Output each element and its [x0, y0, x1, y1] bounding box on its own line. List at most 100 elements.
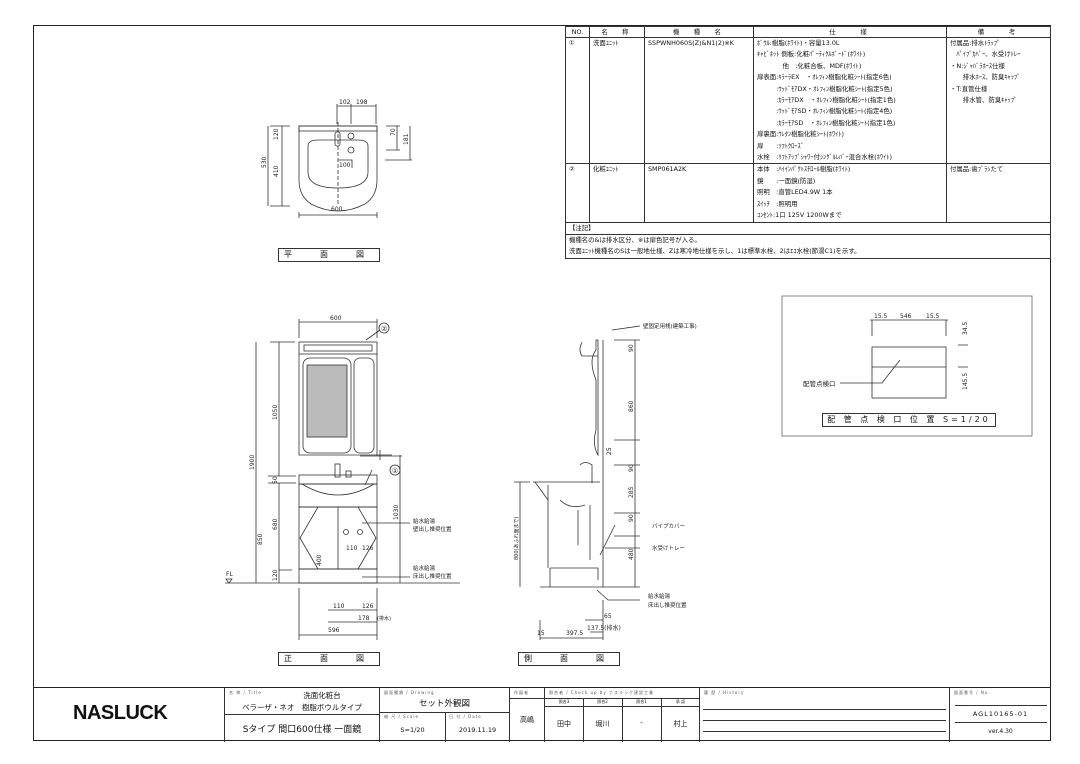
annotation: 給水給湯: [413, 564, 436, 572]
scale-value: S=1/20: [400, 726, 425, 734]
annotation: 配管点検口: [803, 379, 836, 388]
dim-label: 15.5: [926, 313, 940, 320]
spec-line: 照明 :直管LED4.9W 1本: [757, 188, 833, 197]
checker-name: 堀川: [595, 720, 610, 728]
floor-level-label: FL: [226, 571, 233, 578]
spec-line: 鏡 :一面鏡(防湿): [757, 176, 816, 185]
spec-line: ｽｲｯﾁ :照明用: [757, 199, 798, 208]
dim-label: 15: [537, 630, 545, 637]
dim-label: 25: [606, 447, 613, 455]
front-view-title: 正 面 図: [278, 652, 380, 666]
note-line: 排水ﾎｰｽ、防臭ｷｬｯﾌﾟ: [950, 73, 1021, 82]
inspection-title: 配 管 点 検 口 位 置 S=1/20: [822, 413, 996, 427]
annotation: 床出し推奨位置: [413, 572, 452, 580]
checker-role: 承 認: [675, 699, 686, 704]
annotation: 水受けトレー: [652, 544, 685, 552]
dim-label: (排水): [377, 615, 391, 622]
plan-view: 102 198 120 410 530 70 181 100 600: [261, 99, 412, 218]
spec-line: 他 :化粧合板、MDF(ﾎﾜｲﾄ): [757, 61, 862, 70]
dim-label: 100: [339, 162, 351, 169]
dim-label: 90: [628, 464, 635, 472]
dim-label: 15.5: [874, 313, 888, 320]
dim-label: 90: [628, 344, 635, 352]
spec-line: 扉 :ｿﾌﾄｸﾛｰｽﾞ: [757, 141, 804, 150]
spec-line: :ｳｯﾄﾞﾓｱSD・ｵﾚﾌｨﾝ樹脂化粧ｼｰﾄ(指定4色): [757, 107, 893, 116]
number-cell: 図面番号 / No. AGL10165-01 ver.4.30: [950, 688, 1051, 742]
annotation: 給水給湯: [648, 592, 671, 600]
drawing-number: AGL10165-01: [972, 710, 1029, 718]
dim-label: 397.5: [566, 630, 583, 637]
dim-label: 110: [333, 603, 345, 610]
checker-role: 照合2: [597, 699, 608, 704]
dim-label: 178: [358, 615, 370, 622]
drafter-name: 高嶋: [520, 716, 534, 724]
spec-line: :ｶﾗｰﾓｱDX ・ｵﾚﾌｨﾝ樹脂化粧ｼｰﾄ(指定1色): [757, 96, 896, 105]
drafter-cell: 作図者 高嶋: [510, 688, 545, 742]
annotation: 給水給湯: [413, 517, 436, 525]
dim-label: 530: [261, 156, 268, 168]
side-view-title: 側 面 図: [518, 652, 620, 666]
spec-line: 水栓 :ﾘﾌﾄｱｯﾌﾟｼｬﾜｰ付ｼﾝｸﾞﾙﾚﾊﾞｰ混合水栓(ﾎﾜｲﾄ): [757, 153, 892, 162]
dim-label: 400: [316, 554, 323, 566]
remark-line: 洗面ﾕﾆｯﾄ機種名のSは一般地仕様、Zは寒冷地仕様を示し、1は標準水栓、2はｴｺ…: [569, 247, 861, 256]
field-label: 履 歴 / History: [704, 690, 745, 695]
cell-spec: ﾎﾞｳﾙ:樹脂(ﾎﾜｲﾄ)・容量13.0L ｷｬﾋﾞﾈｯﾄ 側板:化粧ﾊﾟｰﾃｨ…: [753, 36, 947, 165]
logo-cell: NASLUCK: [33, 688, 225, 742]
front-view: ② ① 600 1050 1900 50 680 850 120 400 103…: [225, 315, 460, 640]
note-line: 付属品:排水ﾄﾗｯﾌﾟ: [950, 39, 1001, 47]
field-label: 図面番号 / No.: [954, 690, 991, 695]
field-label: 日 付 / Date: [449, 714, 482, 719]
checker-role: 照合1: [636, 699, 647, 704]
table-row: ① 洗面ﾕﾆｯﾄ SSPWNH060S(Z)&N1(2)※K ﾎﾞｳﾙ:樹脂(ﾎ…: [565, 36, 1051, 165]
field-label: 名 称 / Title: [229, 690, 262, 695]
col-header: 名 称: [589, 26, 645, 38]
dim-label: 410: [273, 165, 280, 177]
dim-label: 145.5: [962, 373, 969, 390]
plan-view-title: 平 面 図: [278, 248, 380, 262]
check-cell: 照合者 / Check up by ナスラック建設工業 照合3 照合2 照合1 …: [545, 688, 700, 742]
spec-line: 扉裏面:ｳﾚﾀﾝ樹脂化粧ｼｰﾄ(ﾎﾜｲﾄ): [757, 130, 845, 139]
dim-label: 50: [272, 476, 279, 484]
remarks-header: 【注記】: [565, 221, 1051, 235]
dim-label: 126: [362, 603, 374, 610]
dim-label: 600: [330, 315, 342, 322]
dim-label: 90: [628, 514, 635, 522]
dim-label: 860: [628, 400, 635, 412]
dim-label: 102: [339, 99, 351, 106]
cell-notes: 付属品:排水ﾄﾗｯﾌﾟ ﾊﾟｲﾌﾟｶﾊﾞｰ、水受けﾄﾚｰ ・N:ｼﾞｬﾊﾞﾗﾎｰ…: [946, 36, 1051, 165]
field-label: 縮 尺 / Scale: [384, 714, 419, 719]
col-header: 備 考: [946, 26, 1051, 38]
dim-label: 65: [604, 613, 612, 620]
dim-label: 34.5: [962, 321, 969, 335]
spec-line: 扉表面:ｷﾗｰﾗEX ・ｵﾚﾌｨﾝ樹脂化粧ｼｰﾄ(指定6色): [757, 73, 892, 82]
drawing-type: セット外観図: [418, 699, 470, 709]
dim-label: 596: [328, 627, 340, 634]
title-block: NASLUCK 名 称 / Title 洗面化粧台 ベラーザ・ネオ 樹脂ボウルタ…: [33, 687, 1051, 742]
history-cell: 履 歴 / History: [700, 688, 950, 742]
dim-label: 600: [331, 206, 343, 213]
table-row: ② 化粧ﾕﾆｯﾄ SMP061A2K 本体 :ﾊｲｲﾝﾊﾟｸﾄｽﾁﾛｰﾙ樹脂(ﾎ…: [565, 163, 1051, 223]
dim-label: 181: [403, 133, 410, 145]
col-header: 機 種 名: [644, 26, 754, 38]
title-cell: 名 称 / Title 洗面化粧台 ベラーザ・ネオ 樹脂ボウルタイプ Sタイプ …: [225, 688, 380, 742]
spec-line: ﾎﾞｳﾙ:樹脂(ﾎﾜｲﾄ)・容量13.0L: [757, 39, 840, 47]
dim-label: 680: [272, 518, 279, 530]
annotation: パイプカバー: [652, 523, 685, 530]
dim-label: 1900: [249, 455, 256, 470]
dim-label: 1030: [393, 505, 400, 520]
cell-name: 化粧ﾕﾆｯﾄ: [589, 163, 645, 223]
callout-2: ②: [381, 325, 387, 333]
dim-label: 110: [346, 545, 358, 552]
spec-line: ｺﾝｾﾝﾄ:1口 125V 1200Wまで: [757, 211, 842, 220]
cell-name: 洗面ﾕﾆｯﾄ: [589, 36, 645, 165]
dim-label: 120: [273, 128, 280, 140]
col-header: NO.: [565, 26, 590, 38]
dim-label: 120: [272, 569, 279, 581]
note-line: 付属品:歯ﾌﾞﾗｼたて: [950, 165, 1004, 174]
note-line: ・N:ｼﾞｬﾊﾞﾗﾎｰｽ仕様: [950, 61, 1005, 70]
dim-label: 480: [628, 548, 635, 560]
company-logo: NASLUCK: [73, 702, 168, 724]
note-line: 排水管、防臭ｷｬｯﾌﾟ: [950, 96, 1018, 105]
dim-label: 800(あふれ面まで): [514, 517, 520, 560]
